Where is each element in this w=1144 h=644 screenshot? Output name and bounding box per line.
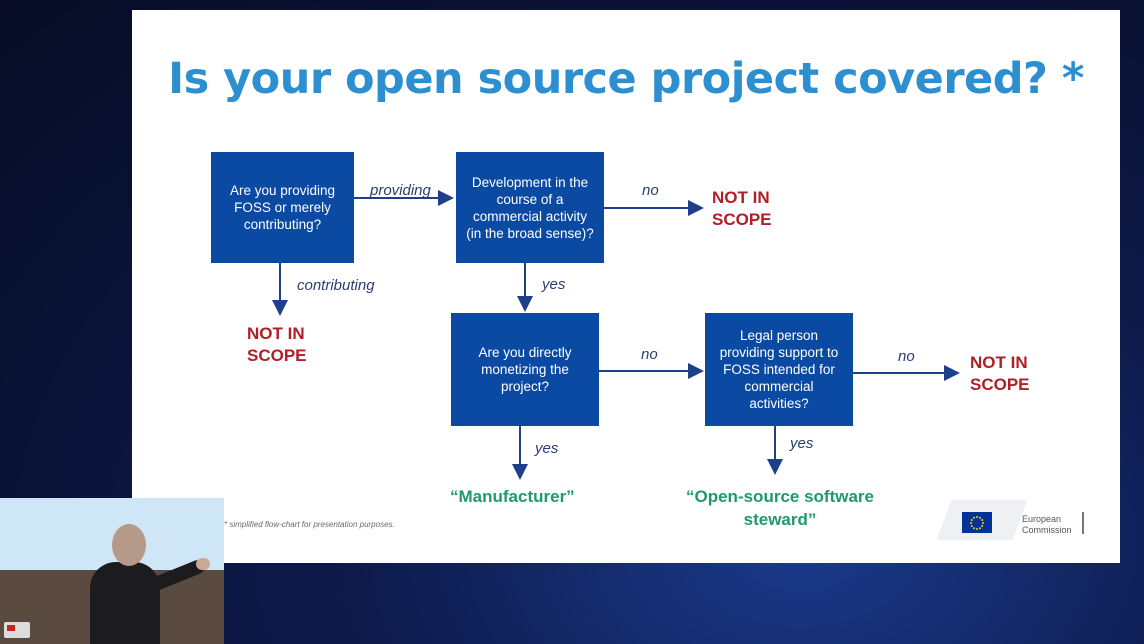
outcome-line: “Open-source software bbox=[686, 487, 874, 506]
edge-label-contributing: contributing bbox=[297, 277, 375, 294]
logo-text: European Commission bbox=[1022, 514, 1072, 536]
outcome-not-in-scope: NOT IN SCOPE bbox=[970, 352, 1030, 396]
outcome-line: SCOPE bbox=[712, 210, 772, 229]
outcome-line: SCOPE bbox=[247, 346, 307, 365]
outcome-not-in-scope: NOT IN SCOPE bbox=[712, 187, 772, 231]
outcome-manufacturer: “Manufacturer” bbox=[450, 487, 575, 506]
edge-label-q2-yes: yes bbox=[542, 276, 566, 293]
edge-label-q3-yes: yes bbox=[535, 440, 559, 457]
edge-label-q2-no: no bbox=[642, 182, 659, 199]
flow-arrows bbox=[272, 190, 960, 480]
presenter-body bbox=[90, 562, 160, 644]
eu-flag-icon bbox=[962, 512, 992, 533]
outcome-line: NOT IN bbox=[712, 188, 770, 207]
logo-divider bbox=[1082, 512, 1084, 534]
slide-title: Is your open source project covered? * bbox=[168, 54, 1084, 104]
logo-line: European bbox=[1022, 514, 1062, 524]
outcome-steward: “Open-source software steward” bbox=[672, 485, 888, 531]
european-commission-logo: European Commission bbox=[936, 500, 1104, 540]
presenter-video-inset bbox=[0, 498, 224, 644]
logo-line: Commission bbox=[1022, 525, 1072, 535]
question-text: Legal person providing support to FOSS i… bbox=[719, 328, 839, 411]
question-legal-person-support: Legal person providing support to FOSS i… bbox=[705, 313, 853, 426]
inset-projection bbox=[0, 498, 224, 570]
edge-label-providing: providing bbox=[370, 182, 431, 199]
question-providing-or-contributing: Are you providing FOSS or merely contrib… bbox=[211, 152, 354, 263]
outcome-line: SCOPE bbox=[970, 375, 1030, 394]
recording-badge-icon bbox=[4, 622, 30, 638]
presenter-head bbox=[112, 524, 146, 566]
question-text: Are you directly monetizing the project? bbox=[478, 345, 572, 394]
footnote: * simplified flow-chart for presentation… bbox=[224, 520, 395, 529]
question-commercial-activity: Development in the course of a commercia… bbox=[456, 152, 604, 263]
outcome-line: steward” bbox=[743, 510, 817, 529]
outcome-line: NOT IN bbox=[970, 353, 1028, 372]
outcome-not-in-scope: NOT IN SCOPE bbox=[247, 323, 307, 367]
edge-label-q3-no: no bbox=[641, 346, 658, 363]
edge-label-q4-no: no bbox=[898, 348, 915, 365]
question-monetizing: Are you directly monetizing the project? bbox=[451, 313, 599, 426]
question-text: Are you providing FOSS or merely contrib… bbox=[229, 183, 336, 232]
presentation-slide: Is your open source project covered? * A… bbox=[132, 10, 1120, 563]
outcome-line: NOT IN bbox=[247, 324, 305, 343]
question-text: Development in the course of a commercia… bbox=[466, 174, 594, 241]
edge-label-q4-yes: yes bbox=[790, 435, 814, 452]
presenter-hand bbox=[196, 558, 210, 570]
